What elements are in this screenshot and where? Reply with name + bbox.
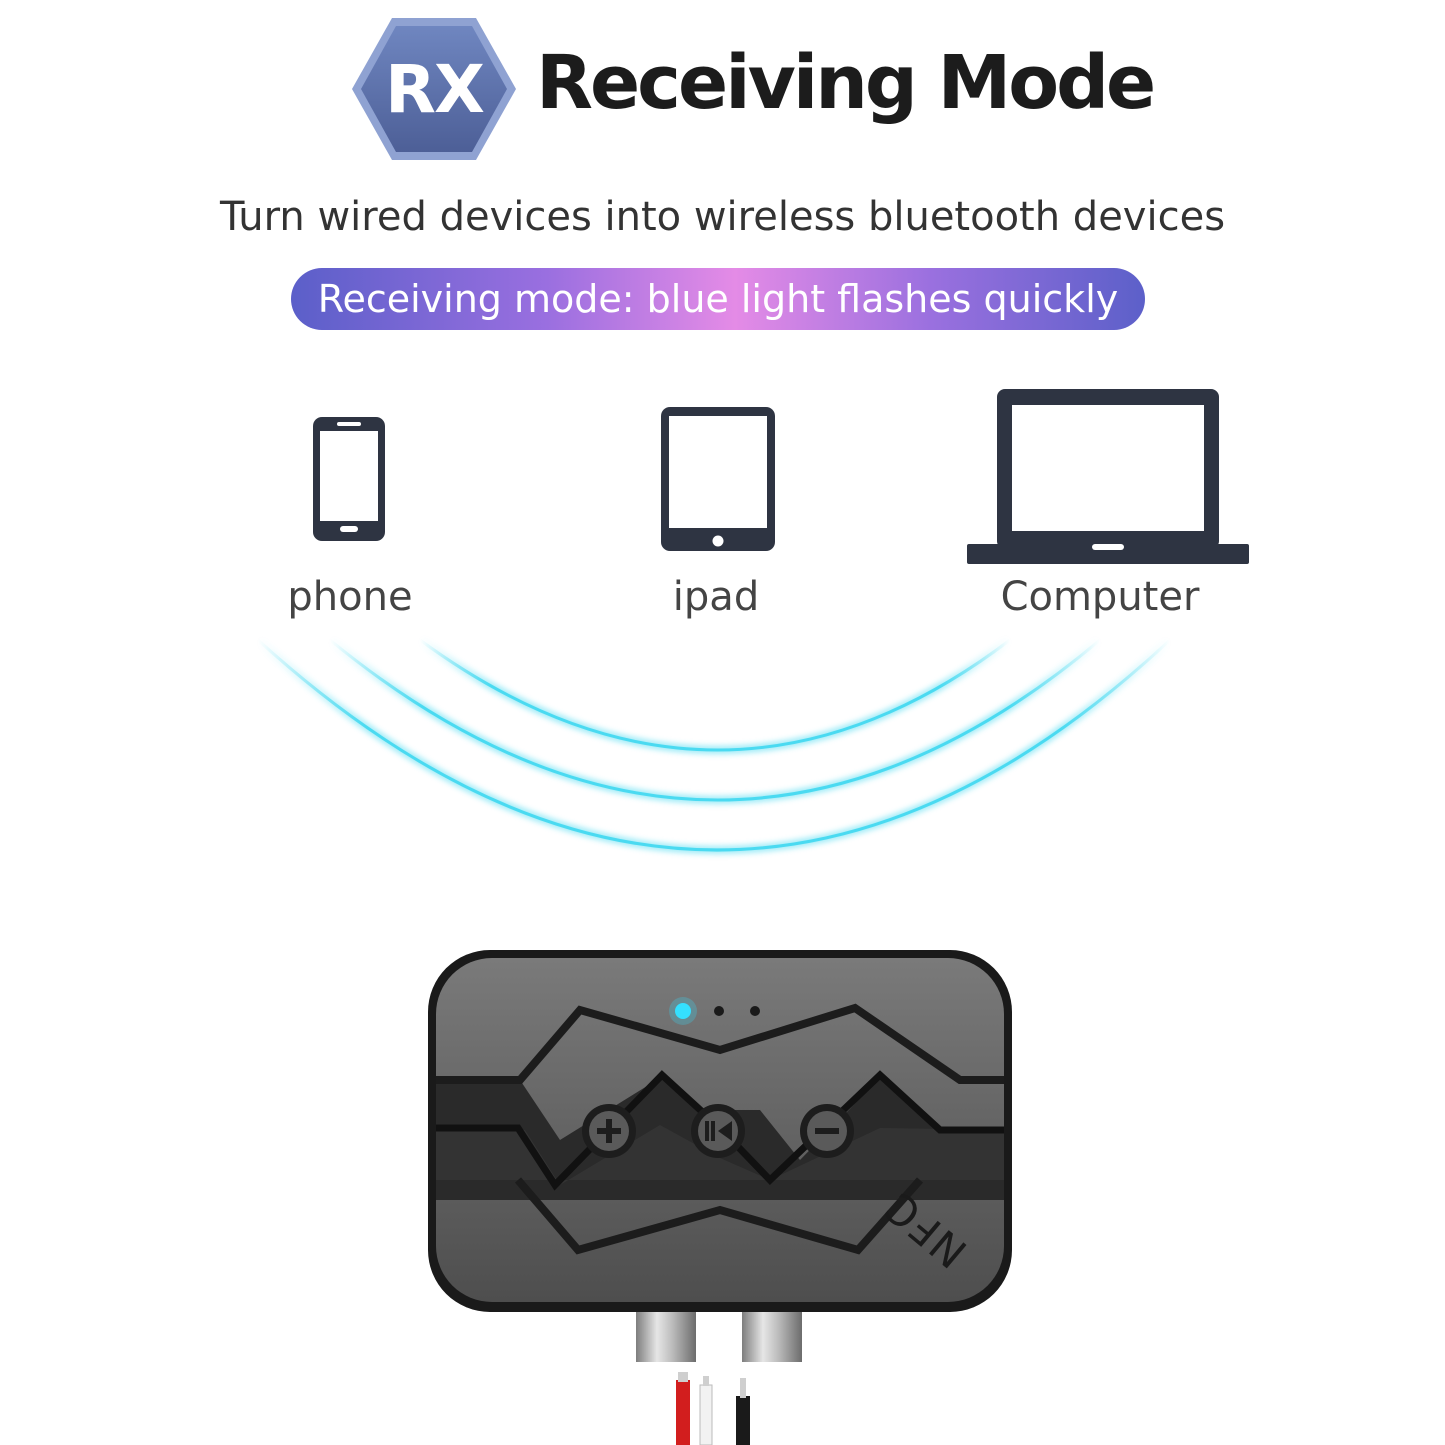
laptop-icon bbox=[967, 389, 1249, 564]
mode-banner: Receiving mode: blue light flashes quick… bbox=[291, 268, 1145, 330]
led-indicator bbox=[750, 1006, 760, 1016]
plus-icon bbox=[582, 1104, 636, 1158]
signal-waves bbox=[255, 636, 1173, 854]
led-indicator-active bbox=[675, 1003, 691, 1019]
subtitle: Turn wired devices into wireless bluetoo… bbox=[219, 194, 1226, 240]
badge-text: RX bbox=[385, 50, 485, 128]
play-pause-icon bbox=[691, 1104, 745, 1158]
minus-icon bbox=[800, 1104, 854, 1158]
device-label-ipad: ipad bbox=[672, 574, 760, 620]
tablet-icon bbox=[661, 407, 775, 551]
device-label-computer: Computer bbox=[1000, 574, 1200, 620]
led-indicator bbox=[714, 1006, 724, 1016]
device-label-phone: phone bbox=[287, 574, 413, 620]
phone-icon bbox=[313, 417, 385, 541]
mode-banner-text: Receiving mode: blue light flashes quick… bbox=[317, 277, 1119, 321]
page-title: Receiving Mode bbox=[536, 40, 1156, 126]
bluetooth-receiver-device bbox=[428, 950, 1012, 1445]
rx-hexagon-badge bbox=[352, 18, 516, 160]
